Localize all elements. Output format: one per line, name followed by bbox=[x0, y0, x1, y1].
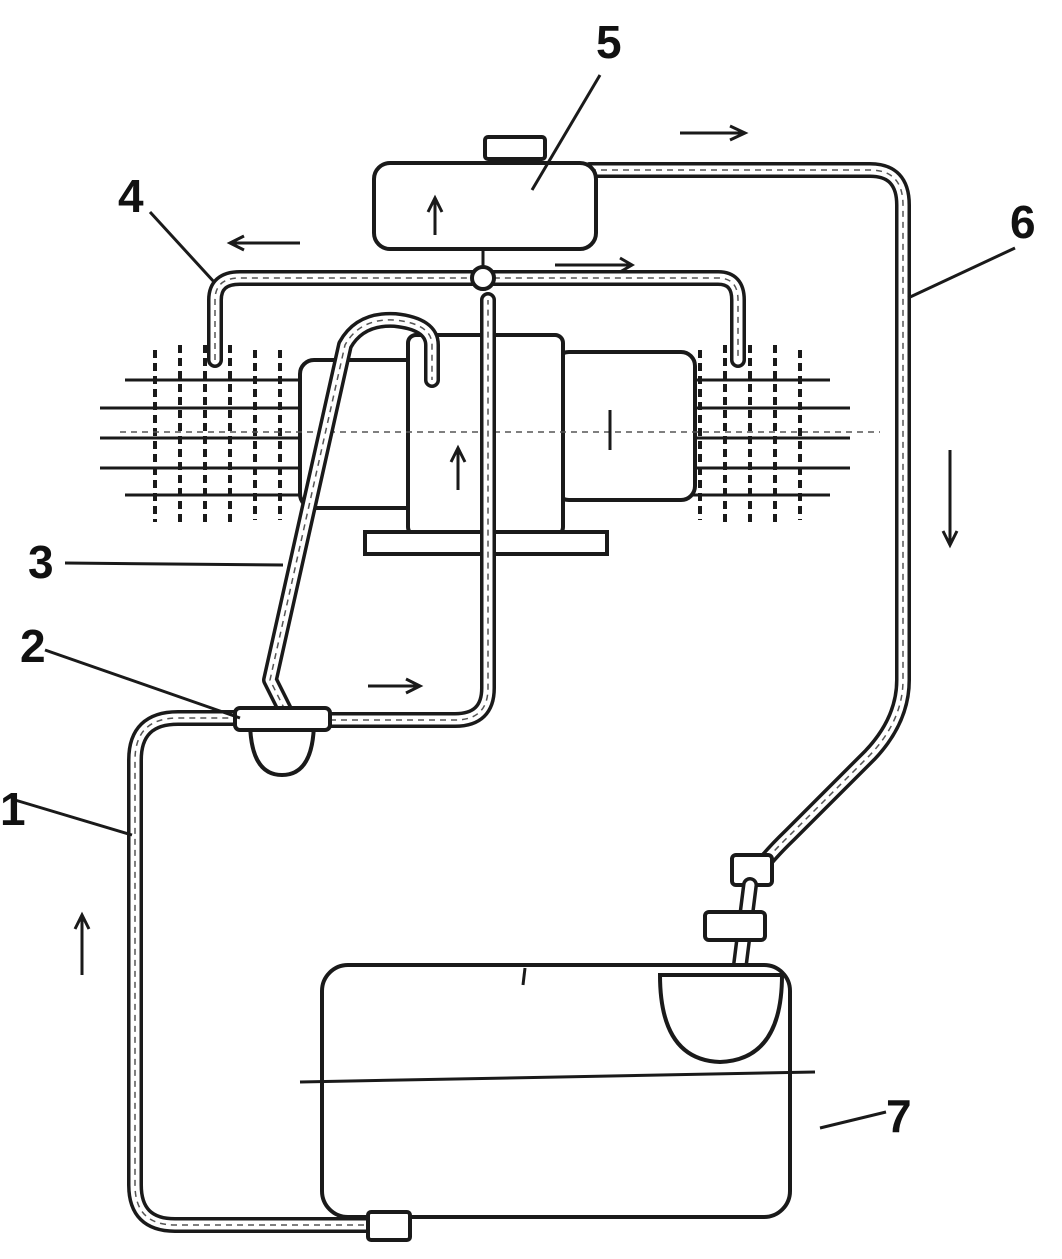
callout-6: 6 bbox=[1010, 196, 1036, 248]
flow-arrows bbox=[73, 124, 959, 975]
leader-lines bbox=[14, 74, 1016, 1130]
return-pipe-3 bbox=[262, 311, 440, 718]
pump-2 bbox=[233, 706, 332, 778]
reservoir-5 bbox=[372, 135, 598, 268]
supply-pipe-1 bbox=[127, 710, 383, 1233]
distribution-pipe-4 bbox=[207, 265, 746, 368]
callout-7: 7 bbox=[886, 1090, 912, 1142]
callout-3: 3 bbox=[28, 536, 54, 588]
callout-1: 1 bbox=[0, 783, 26, 835]
riser-pipe bbox=[322, 292, 496, 728]
engine-block bbox=[120, 333, 880, 556]
tank-7 bbox=[299, 910, 816, 1242]
callouts: 1 2 3 4 5 6 7 bbox=[0, 16, 1036, 1142]
left-cylinder-fins bbox=[100, 345, 300, 525]
callout-4: 4 bbox=[118, 170, 144, 222]
callout-5: 5 bbox=[596, 16, 622, 68]
right-cylinder-fins bbox=[680, 345, 850, 525]
callout-2: 2 bbox=[20, 620, 46, 672]
